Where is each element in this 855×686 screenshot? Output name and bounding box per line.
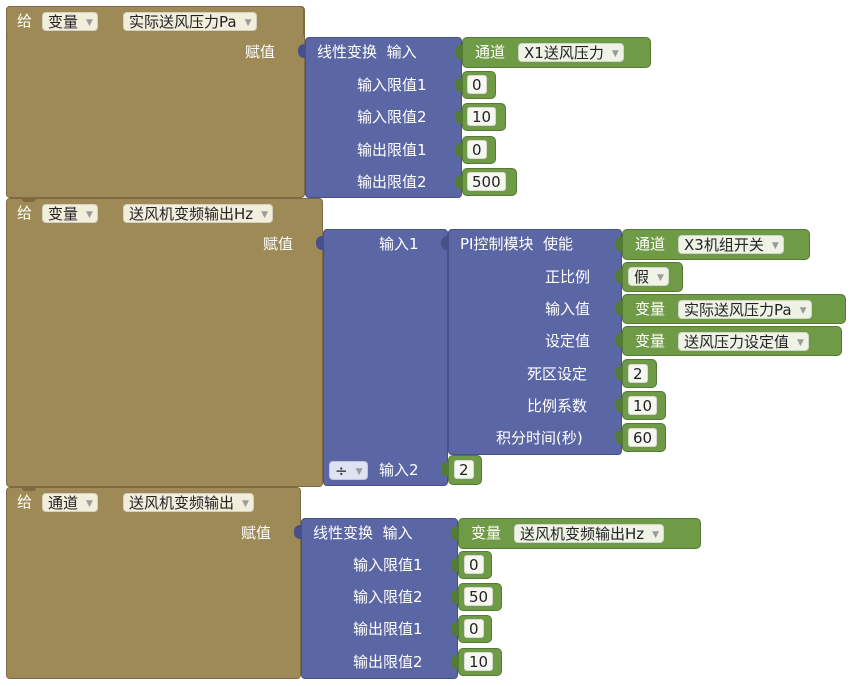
connector-tab <box>615 301 622 315</box>
param-value-input[interactable]: 50 <box>464 587 494 606</box>
chevron-down-icon: ▼ <box>86 18 93 28</box>
pi-row-label: 比例系数 <box>527 397 588 415</box>
connector-tab <box>451 526 458 540</box>
param-label: 输出限值1 <box>357 141 427 159</box>
set-label: 给 <box>17 493 33 511</box>
connector-tab <box>455 175 462 189</box>
input2-value-input[interactable]: 2 <box>454 460 474 479</box>
set-block-3[interactable] <box>6 487 301 679</box>
assign-label: 赋值 <box>263 235 294 253</box>
connector-tab <box>615 398 622 412</box>
param-value-input[interactable]: 0 <box>467 140 487 159</box>
pi-row-label: 死区设定 <box>527 365 588 383</box>
linear-transform-block-1[interactable] <box>305 37 462 198</box>
pi-row-label: 设定值 <box>545 332 591 350</box>
connector-tab <box>441 462 448 476</box>
chevron-down-icon: ▼ <box>611 49 619 59</box>
connector-tab <box>298 44 305 58</box>
chevron-down-icon: ▼ <box>261 210 269 220</box>
param-label: 输入限值2 <box>353 588 423 606</box>
var-kind-label: 变量 <box>635 300 666 318</box>
func-label: 线性变换 输入 <box>317 43 417 61</box>
connector-tab <box>455 45 462 59</box>
operator-dropdown[interactable]: ÷▼ <box>329 461 368 480</box>
variable-dropdown[interactable]: 实际送风压力Pa▼ <box>678 300 812 319</box>
var-kind-label: 变量 <box>635 332 666 350</box>
param-label: 输出限值1 <box>353 620 423 638</box>
target-name-dropdown[interactable]: 送风机变频输出▼ <box>123 493 254 512</box>
source-name-dropdown[interactable]: X1送风压力▼ <box>518 43 624 62</box>
source-kind-label: 变量 <box>471 524 502 542</box>
chevron-down-icon: ▼ <box>797 338 804 348</box>
param-value-input[interactable]: 0 <box>464 619 484 638</box>
pi-value-input[interactable]: 2 <box>628 364 648 383</box>
param-value-input[interactable]: 500 <box>467 172 506 191</box>
math-block[interactable] <box>323 229 448 486</box>
param-label: 输入限值1 <box>357 76 427 94</box>
param-value-input[interactable]: 0 <box>464 555 484 574</box>
param-label: 输入限值1 <box>353 556 423 574</box>
param-label: 输出限值2 <box>353 653 423 671</box>
pi-control-block[interactable] <box>448 229 622 455</box>
param-label: 输出限值2 <box>357 173 427 191</box>
variable-dropdown[interactable]: 送风压力设定值▼ <box>678 332 809 351</box>
connector-tab <box>451 622 458 636</box>
block-notch <box>22 198 36 202</box>
pi-title: PI控制模块 使能 <box>460 235 574 253</box>
param-value-input[interactable]: 10 <box>467 107 497 126</box>
pi-value-input[interactable]: 10 <box>628 396 658 415</box>
param-label: 输入限值2 <box>357 108 427 126</box>
target-kind-dropdown[interactable]: 通道▼ <box>42 493 98 512</box>
pi-row-label: 输入值 <box>545 300 591 318</box>
connector-tab <box>451 590 458 604</box>
set-label: 给 <box>17 204 33 222</box>
target-name-dropdown[interactable]: 送风机变频输出Hz▼ <box>123 204 274 223</box>
input2-label: 输入2 <box>379 461 419 479</box>
target-kind-dropdown[interactable]: 变量▼ <box>42 12 98 31</box>
assign-label: 赋值 <box>241 524 272 542</box>
param-value-input[interactable]: 10 <box>464 652 494 671</box>
chevron-down-icon: ▼ <box>242 499 249 509</box>
input1-label: 输入1 <box>379 235 419 253</box>
pi-value-input[interactable]: 60 <box>628 428 658 447</box>
connector-tab <box>294 525 301 539</box>
enable-name-dropdown[interactable]: X3机组开关▼ <box>678 235 784 254</box>
set-label: 给 <box>17 12 33 30</box>
chevron-down-icon: ▼ <box>799 306 807 316</box>
pi-row-label: 积分时间(秒) <box>496 429 583 447</box>
chevron-down-icon: ▼ <box>86 499 93 509</box>
set-block-2[interactable] <box>6 198 323 487</box>
chevron-down-icon: ▼ <box>244 18 252 28</box>
chevron-down-icon: ▼ <box>355 467 363 477</box>
connector-tab <box>615 333 622 347</box>
source-kind-label: 通道 <box>475 43 506 61</box>
connector-tab <box>455 110 462 124</box>
connector-tab <box>615 269 622 283</box>
connector-tab <box>451 655 458 669</box>
chevron-down-icon: ▼ <box>657 273 664 283</box>
assign-label: 赋值 <box>245 43 276 61</box>
target-name-dropdown[interactable]: 实际送风压力Pa▼ <box>123 12 257 31</box>
block-notch <box>22 487 36 491</box>
connector-tab <box>316 236 323 250</box>
connector-tab <box>615 430 622 444</box>
connector-tab <box>451 558 458 572</box>
enable-kind-label: 通道 <box>635 235 666 253</box>
connector-tab <box>455 143 462 157</box>
connector-tab <box>615 366 622 380</box>
source-name-dropdown[interactable]: 送风机变频输出Hz▼ <box>514 524 665 543</box>
chevron-down-icon: ▼ <box>86 210 93 220</box>
param-value-input[interactable]: 0 <box>467 75 487 94</box>
connector-tab <box>441 236 448 250</box>
chevron-down-icon: ▼ <box>652 530 660 540</box>
chevron-down-icon: ▼ <box>771 241 779 251</box>
pi-row-label: 正比例 <box>545 268 591 286</box>
connector-tab <box>455 78 462 92</box>
set-block-1[interactable] <box>6 6 305 198</box>
target-kind-dropdown[interactable]: 变量▼ <box>42 204 98 223</box>
boolean-dropdown[interactable]: 假▼ <box>628 267 669 286</box>
func-label: 线性变换 输入 <box>313 524 413 542</box>
connector-tab <box>615 237 622 251</box>
